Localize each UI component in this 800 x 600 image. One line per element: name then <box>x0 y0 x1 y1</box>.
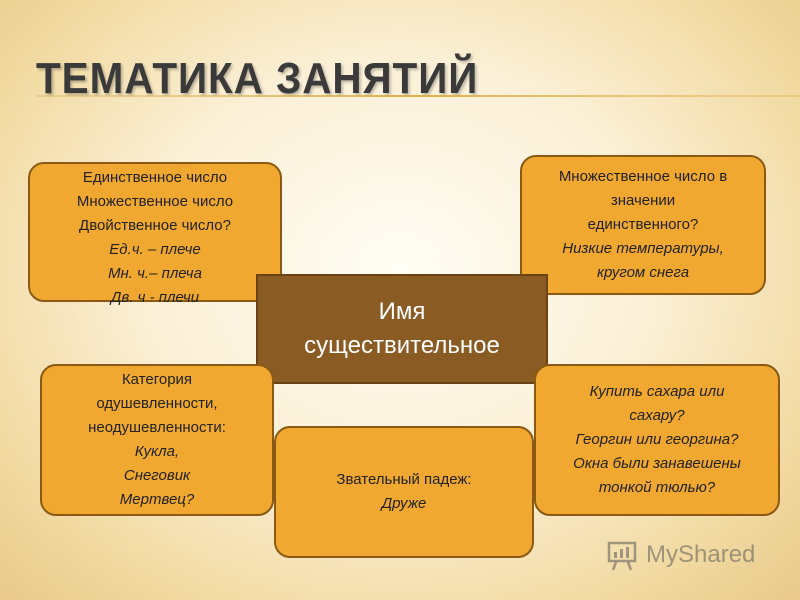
box-line: Друже <box>381 495 427 512</box>
box-line: Двойственное число? <box>79 217 231 234</box>
box-case-forms: Купить сахара или сахару? Георгин или ге… <box>534 364 780 516</box>
box-line: Георгин или георгина? <box>575 431 739 448</box>
box-line: сахару? <box>629 407 685 424</box>
box-line: Дв. ч - плечи <box>110 289 200 306</box>
box-line: Единственное число <box>82 169 228 186</box>
box-line: Мн. ч.– плеча <box>108 265 202 282</box>
box-line: Кукла, <box>134 443 180 460</box>
box-line: Окна были занавешены <box>573 455 741 472</box>
title-underline <box>36 95 800 97</box>
slide-title: Тематика занятий <box>36 54 479 103</box>
box-vocative: Звательный падеж: Друже <box>274 426 534 558</box>
box-line: Ед.ч. – плече <box>109 241 201 258</box>
box-line: Множественное число в <box>558 168 728 185</box>
box-line: одушевленности, <box>96 395 218 412</box>
center-topic-box: Имя существительное <box>256 274 548 384</box>
box-line: Низкие температуры, <box>562 240 724 257</box>
box-number-categories: Единственное число Множественное число Д… <box>28 162 282 306</box>
box-line: неодушевленности: <box>88 419 226 436</box>
box-animacy: Категория одушевленности, неодушевленнос… <box>40 364 274 516</box>
box-plural-meaning: Множественное число в значении единствен… <box>520 155 766 295</box>
box-line: тонкой тюлью? <box>598 479 716 496</box>
box-line: Снеговик <box>123 467 191 484</box>
box-line: Звательный падеж: <box>336 471 472 488</box>
box-line: Категория <box>121 371 193 388</box>
watermark-text: MyShared <box>646 541 756 568</box>
box-line: Мертвец? <box>119 491 195 508</box>
presentation-board-icon <box>607 541 637 571</box>
box-line: значении <box>610 192 676 209</box>
watermark: MyShared <box>606 538 755 572</box>
box-line: кругом снега <box>596 264 690 281</box>
box-line: Множественное число <box>76 193 234 210</box>
box-line: единственного? <box>587 216 699 233</box>
center-line: Имя <box>378 298 426 325</box>
center-line: существительное <box>304 332 500 359</box>
box-line: Купить сахара или <box>589 383 725 400</box>
